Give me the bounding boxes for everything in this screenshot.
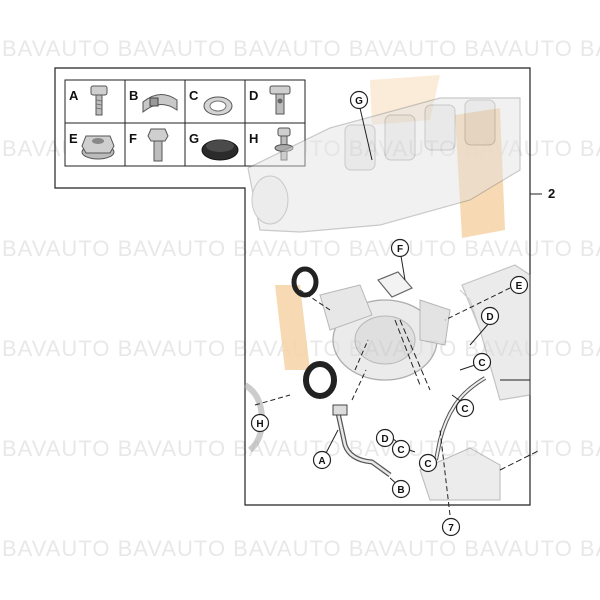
svg-text:D: D [486,312,493,323]
callout-f: F [390,238,410,258]
bolt-icon [90,85,108,116]
turbocharger [319,284,451,381]
watermark-row: BAVAUTO BAVAUTO BAVAUTO BAVAUTO BAVAUTO … [2,536,600,561]
legend-letter-b: B [129,88,138,103]
leader-line [499,449,541,471]
leader-line [359,107,373,161]
svg-text:D: D [381,434,388,445]
svg-text:A: A [318,456,325,467]
exhaust-manifold [247,97,521,233]
svg-text:C: C [424,459,431,470]
svg-text:7: 7 [448,523,454,534]
rubber-grommet-icon [201,139,239,161]
svg-text:C: C [397,445,404,456]
legend-letter-c: C [189,88,199,103]
catalytic-converter [459,264,531,401]
callout-c: C [455,398,475,418]
legend-letter-f: F [129,131,137,146]
legend-letter-e: E [69,131,78,146]
leader-line [394,319,421,386]
leader-line [324,429,339,456]
accent-stripe [370,75,440,125]
watermark-row: BAVAUTO BAVAUTO BAVAUTO BAVAUTO BAVAUTO … [2,236,600,261]
callout-d: D [375,428,395,448]
sealing-ring-large [291,266,337,399]
accent-stripes [275,75,505,370]
leader-line [254,394,291,406]
callout-c: C [472,352,492,372]
svg-text:C: C [478,358,485,369]
oil-return-line-highlight [336,412,391,477]
callout-b: B [391,479,411,499]
leader-lines [254,107,542,516]
legend-letter-h: H [249,131,258,146]
hex-bolt-icon [147,128,169,162]
legend-letter-a: A [69,88,79,103]
legend-letter-d: D [249,88,258,103]
legend-letter-g: G [189,131,199,146]
leader-line [354,339,369,371]
callout-d: D [480,306,500,326]
watermark-row: BAVAUTO BAVAUTO BAVAUTO BAVAUTO BAVAUTO … [2,36,600,61]
svg-text:G: G [355,96,363,107]
callouts: G F E D C C H A [250,90,529,537]
accent-stripe [455,108,505,238]
callout-a: A [312,450,332,470]
gasket [377,271,413,298]
callout-c: C [418,453,438,473]
svg-text:C: C [461,404,468,415]
clamp-ring-icon [142,94,178,114]
watermark-row: BAVAUTO BAVAUTO BAVAUTO BAVAUTO BAVAUTO … [2,436,600,461]
oil-feed-line-highlight [435,377,486,461]
svg-text:E: E [516,281,523,292]
banjo-bolt-icon [269,85,291,115]
callout-7: 7 [441,517,461,537]
leader-line [439,429,451,516]
leader-line [399,319,431,391]
svg-text:F: F [397,244,403,255]
callout-h: H [250,413,270,433]
leader-line [351,369,367,401]
diagram-frame [54,67,531,506]
hex-nut-flange-icon [81,135,115,160]
leader-line [400,255,406,281]
oil-line-flange [332,404,348,416]
svg-text:H: H [256,419,263,430]
legend-box: A B C D E F G H [64,79,306,167]
heat-shield [419,447,501,501]
leader-line [299,289,331,311]
callout-c: C [391,439,411,459]
leader-line [469,321,491,346]
callout-e: E [509,275,529,295]
leader-line [444,287,511,321]
sealing-ring-icon [203,96,233,116]
accent-stripe [275,285,310,370]
callout-g: G [349,90,369,110]
banjo-bolt-washer-icon [274,127,294,161]
part-number-label: 2 [548,186,555,201]
svg-text:B: B [397,485,404,496]
